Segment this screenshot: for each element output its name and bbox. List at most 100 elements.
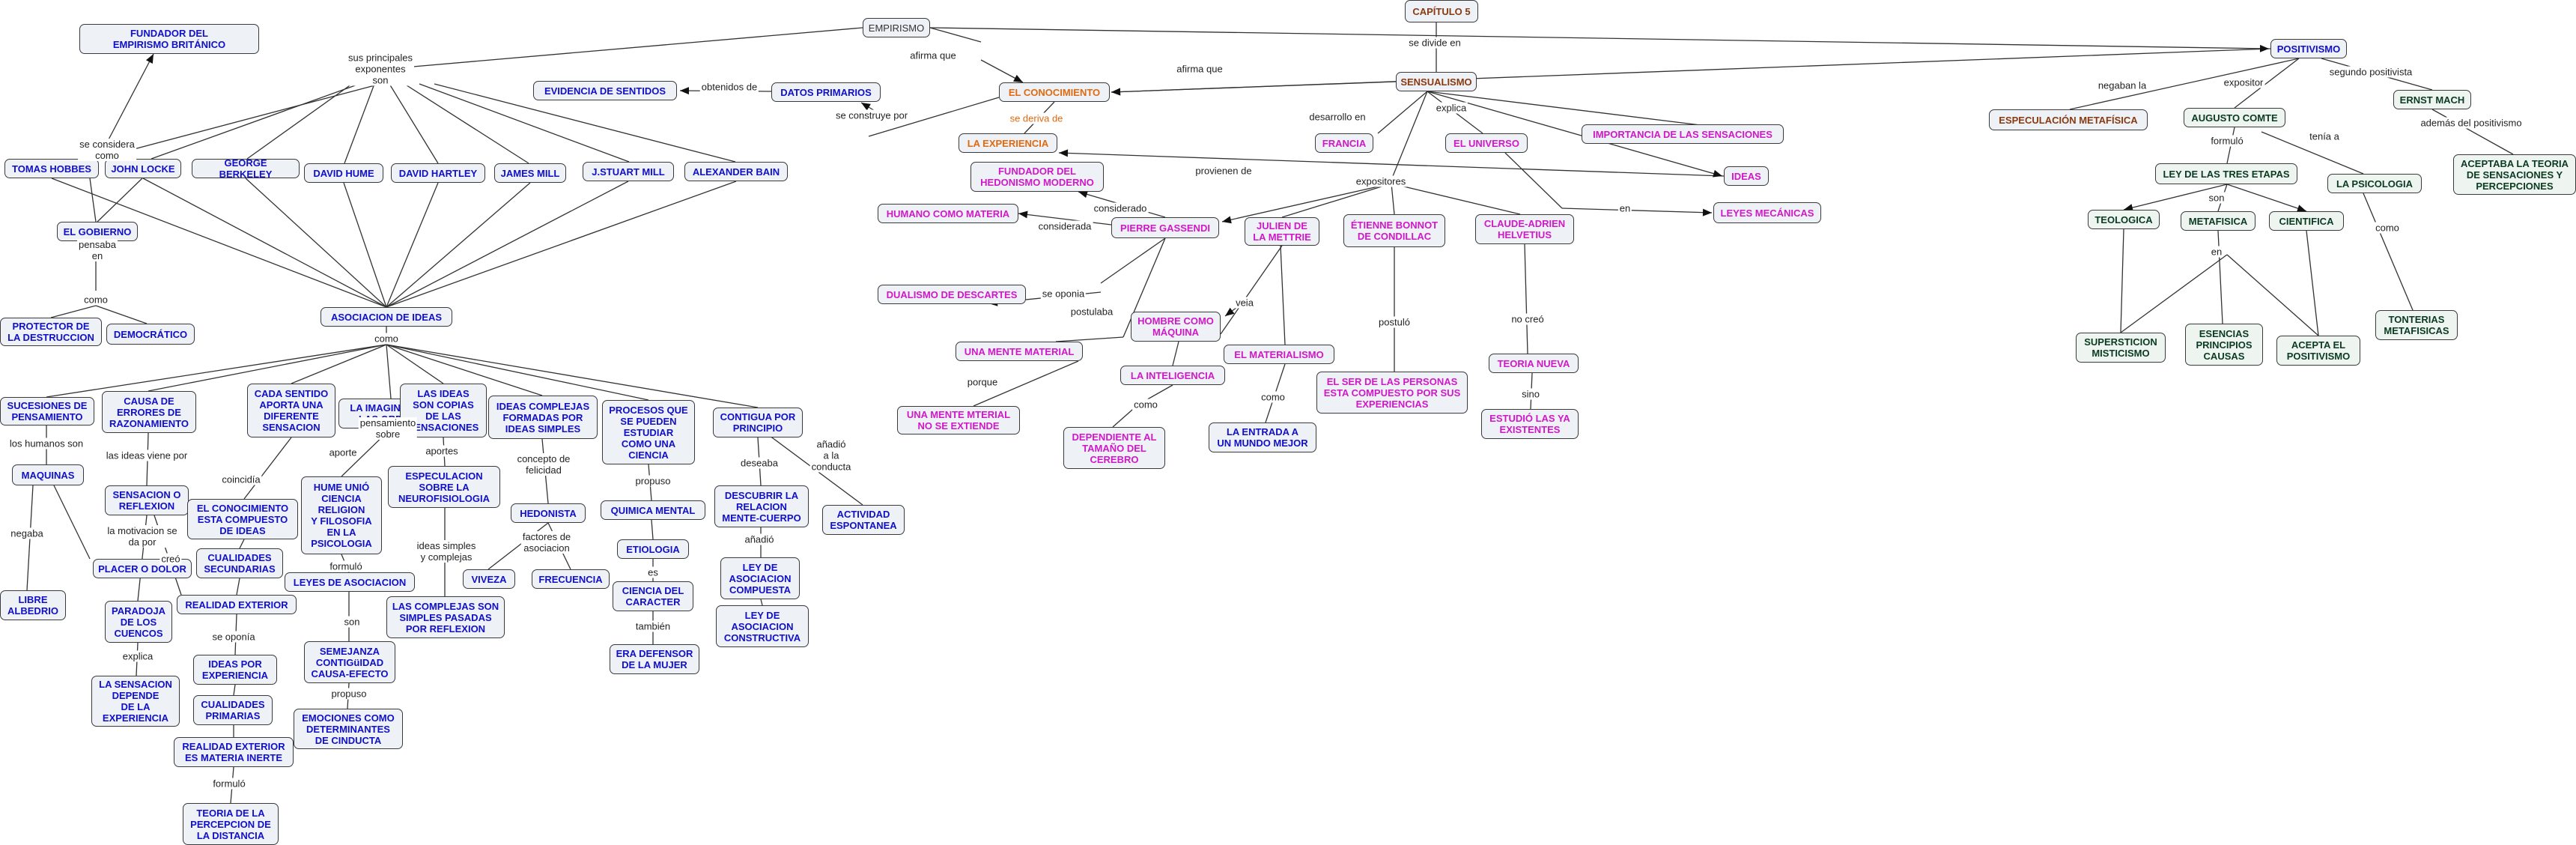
- concept-node-george-berkeley[interactable]: GEORGE BERKELEY: [192, 157, 300, 180]
- concept-node-ideas-complejas[interactable]: IDEAS COMPLEJAS FORMADAS POR IDEAS SIMPL…: [488, 396, 598, 439]
- concept-node-claude[interactable]: CLAUDE-ADRIEN HELVETIUS: [1475, 214, 1574, 244]
- connector-line: [236, 578, 240, 596]
- concept-node-la-inteligencia[interactable]: LA INTELIGENCIA: [1120, 366, 1225, 385]
- concept-node-causa-errores[interactable]: CAUSA DE ERRORES DE RAZONAMIENTO: [102, 391, 196, 433]
- concept-node-etienne[interactable]: ÉTIENNE BONNOT DE CONDILLAC: [1343, 214, 1445, 247]
- concept-node-el-conocimiento[interactable]: EL CONOCIMIENTO: [999, 82, 1110, 102]
- concept-node-protector[interactable]: PROTECTOR DE LA DESTRUCCION: [0, 318, 102, 346]
- link-label-explica: explica: [1434, 102, 1468, 114]
- concept-node-democratico[interactable]: DEMOCRÁTICO: [106, 324, 195, 345]
- concept-node-fundador-empirismo[interactable]: FUNDADOR DEL EMPIRISMO BRITÁNICO: [79, 24, 259, 54]
- concept-node-positivismo[interactable]: POSITIVISMO: [2270, 39, 2347, 58]
- concept-node-la-experiencia[interactable]: LA EXPERIENCIA: [959, 133, 1057, 153]
- concept-node-ernst-mach[interactable]: ERNST MACH: [2393, 90, 2471, 109]
- concept-node-estudio-ya[interactable]: ESTUDIÓ LAS YA EXISTENTES: [1481, 409, 1579, 439]
- concept-node-francia[interactable]: FRANCIA: [1315, 133, 1373, 153]
- concept-node-descubrir[interactable]: DESCUBRIR LA RELACION MENTE-CUERPO: [714, 485, 809, 527]
- concept-node-john-locke[interactable]: JOHN LOCKE: [105, 159, 181, 178]
- concept-node-viveza[interactable]: VIVEZA: [463, 569, 515, 589]
- concept-node-metafisica[interactable]: METAFISICA: [2181, 211, 2255, 231]
- concept-node-paradoja[interactable]: PARADOJA DE LOS CUENCOS: [105, 601, 172, 643]
- concept-node-cualidades-secundarias[interactable]: CUALIDADES SECUNDARIAS: [196, 548, 283, 578]
- concept-node-sensualismo[interactable]: SENSUALISMO: [1396, 72, 1477, 91]
- concept-node-leyes-asociacion[interactable]: LEYES DE ASOCIACION: [285, 572, 415, 592]
- connector-line: [1111, 48, 2271, 93]
- concept-node-las-complejas[interactable]: LAS COMPLEJAS SON SIMPLES PASADAS POR RE…: [386, 596, 505, 638]
- concept-node-sucesiones[interactable]: SUCESIONES DE PENSAMIENTO: [0, 397, 94, 425]
- concept-node-ciencia-caracter[interactable]: CIENCIA DEL CARACTER: [613, 581, 693, 611]
- concept-node-conocimiento-compuesto[interactable]: EL CONOCIMIENTO ESTA COMPUESTO DE IDEAS: [187, 499, 298, 539]
- concept-node-especulacion-metafisica[interactable]: ESPECULACIÓN METAFÍSICA: [1989, 109, 2148, 130]
- concept-node-ideas[interactable]: IDEAS: [1724, 166, 1769, 186]
- concept-node-teoria-nueva[interactable]: TEORIA NUEVA: [1489, 354, 1579, 373]
- concept-node-una-mente-material[interactable]: UNA MENTE MATERIAL: [956, 342, 1083, 361]
- link-label-son2: son: [342, 616, 362, 628]
- concept-node-quimica-mental[interactable]: QUIMICA MENTAL: [601, 500, 705, 520]
- connector-line: [419, 83, 630, 163]
- concept-node-alexander-bain[interactable]: ALEXANDER BAIN: [684, 162, 788, 181]
- concept-node-sensacion-depende[interactable]: LA SENSACION DEPENDE DE LA EXPERIENCIA: [91, 676, 180, 727]
- concept-node-julien[interactable]: JULIEN DE LA METTRIE: [1245, 217, 1319, 246]
- concept-node-ley-compuesta[interactable]: LEY DE ASOCIACION COMPUESTA: [720, 557, 800, 599]
- concept-node-acepta-positivismo[interactable]: ACEPTA EL POSITIVISMO: [2276, 336, 2360, 366]
- concept-node-teologica[interactable]: TEOLOGICA: [2088, 210, 2160, 229]
- concept-node-ser-personas[interactable]: EL SER DE LAS PERSONAS ESTA COMPUESTO PO…: [1316, 372, 1468, 414]
- concept-node-datos-primarios[interactable]: DATOS PRIMARIOS: [771, 82, 881, 102]
- concept-node-mente-material-no[interactable]: UNA MENTE MTERIAL NO SE EXTIENDE: [897, 406, 1020, 434]
- concept-node-james-mill[interactable]: JAMES MILL: [494, 163, 566, 183]
- concept-node-tomas-hobbes[interactable]: TOMAS HOBBES: [4, 159, 99, 178]
- concept-node-jstuart-mill[interactable]: J.STUART MILL: [583, 162, 674, 181]
- concept-node-hombre-maquina[interactable]: HOMBRE COMO MÁQUINA: [1131, 312, 1221, 342]
- concept-node-ideas-copias[interactable]: LAS IDEAS SON COPIAS DE LAS SENSACIONES: [400, 384, 487, 437]
- concept-node-el-materialismo[interactable]: EL MATERIALISMO: [1224, 345, 1334, 364]
- concept-node-libre-albedrio[interactable]: LIBRE ALBEDRIO: [0, 590, 66, 620]
- concept-node-david-hume[interactable]: DAVID HUME: [304, 163, 383, 183]
- concept-node-tonterias[interactable]: TONTERIAS METAFISICAS: [2375, 310, 2458, 340]
- concept-node-emociones[interactable]: EMOCIONES COMO DETERMINANTES DE CINDUCTA: [294, 709, 403, 749]
- concept-node-dependiente[interactable]: DEPENDIENTE AL TAMAÑO DEL CEREBRO: [1063, 427, 1165, 469]
- concept-node-entrada-mundo[interactable]: LA ENTRADA A UN MUNDO MEJOR: [1209, 422, 1316, 452]
- concept-node-david-hartley[interactable]: DAVID HARTLEY: [391, 163, 485, 183]
- concept-node-sensacion-reflexion[interactable]: SENSACION O REFLEXION: [105, 485, 189, 515]
- concept-node-semejanza[interactable]: SEMEJANZA CONTIGüIDAD CAUSA-EFECTO: [304, 641, 395, 683]
- concept-node-especulacion-neuro[interactable]: ESPECULACION SOBRE LA NEUROFISIOLOGIA: [388, 466, 500, 508]
- concept-node-teoria-percepcion[interactable]: TEORIA DE LA PERCEPCION DE LA DISTANCIA: [183, 803, 279, 845]
- concept-node-ley-constructiva[interactable]: LEY DE ASOCIACION CONSTRUCTIVA: [716, 605, 809, 647]
- concept-node-dualismo[interactable]: DUALISMO DE DESCARTES: [878, 285, 1026, 304]
- concept-node-contigua[interactable]: CONTIGUA POR PRINCIPIO: [713, 408, 803, 437]
- concept-node-superchicion[interactable]: SUPERSTICION MISTICISMO: [2076, 333, 2166, 363]
- concept-node-etiologia[interactable]: ETIOLOGIA: [617, 539, 689, 559]
- concept-node-era-defensor[interactable]: ERA DEFENSOR DE LA MUJER: [610, 644, 699, 674]
- concept-node-importancia-sensaciones[interactable]: IMPORTANCIA DE LAS SENSACIONES: [1582, 124, 1784, 144]
- concept-node-esencias[interactable]: ESENCIAS PRINCIPIOS CAUSAS: [2185, 324, 2263, 366]
- concept-node-aceptaba[interactable]: ACEPTABA LA TEORIA DE SENSACIONES Y PERC…: [2453, 154, 2576, 195]
- concept-node-la-psicologia[interactable]: LA PSICOLOGIA: [2327, 174, 2422, 193]
- concept-node-el-universo[interactable]: EL UNIVERSO: [1445, 133, 1528, 153]
- concept-node-maquinas[interactable]: MAQUINAS: [12, 464, 84, 485]
- connector-line: [2363, 193, 2414, 311]
- connector-line: [929, 27, 982, 43]
- concept-node-hedonista[interactable]: HEDONISTA: [511, 503, 586, 523]
- concept-node-pierre-gassendi[interactable]: PIERRE GASSENDI: [1111, 217, 1219, 238]
- concept-node-realidad-exterior[interactable]: REALIDAD EXTERIOR: [177, 595, 297, 614]
- concept-node-cada-sentido[interactable]: CADA SENTIDO APORTA UNA DIFERENTE SENSAC…: [247, 384, 335, 437]
- concept-node-ideas-experiencia[interactable]: IDEAS POR EXPERIENCIA: [193, 655, 277, 685]
- concept-node-cualidades-primarias[interactable]: CUALIDADES PRIMARIAS: [193, 695, 273, 725]
- concept-node-asociacion-ideas[interactable]: ASOCIACION DE IDEAS: [321, 307, 452, 327]
- concept-node-procesos[interactable]: PROCESOS QUE SE PUEDEN ESTUDIAR COMO UNA…: [602, 400, 695, 464]
- concept-node-empirismo[interactable]: EMPIRISMO: [863, 18, 930, 37]
- concept-node-humano-materia[interactable]: HUMANO COMO MATERIA: [878, 204, 1018, 223]
- concept-node-ley-tres-etapas[interactable]: LEY DE LAS TRES ETAPAS: [2155, 163, 2297, 184]
- concept-node-augusto-comte[interactable]: AUGUSTO COMTE: [2184, 108, 2285, 127]
- concept-node-hume-unio[interactable]: HUME UNIÓ CIENCIA RELIGION Y FILOSOFIA E…: [301, 476, 382, 554]
- concept-node-evidencia-sentidos[interactable]: EVIDENCIA DE SENTIDOS: [533, 81, 677, 100]
- concept-node-frecuencia[interactable]: FRECUENCIA: [532, 569, 610, 589]
- concept-node-fundador-hedonismo[interactable]: FUNDADOR DEL HEDONISMO MODERNO: [970, 162, 1104, 192]
- concept-node-cientifica[interactable]: CIENTIFICA: [2269, 211, 2344, 231]
- connector-line: [233, 684, 236, 696]
- concept-node-realidad-inerte[interactable]: REALIDAD EXTERIOR ES MATERIA INERTE: [174, 737, 294, 767]
- concept-node-leyes-mecanicas[interactable]: LEYES MECÁNICAS: [1713, 202, 1821, 223]
- concept-node-capitulo5[interactable]: CAPÍTULO 5: [1405, 0, 1478, 22]
- concept-node-actividad[interactable]: ACTIVIDAD ESPONTANEA: [822, 505, 905, 535]
- connector-line: [1055, 336, 1124, 342]
